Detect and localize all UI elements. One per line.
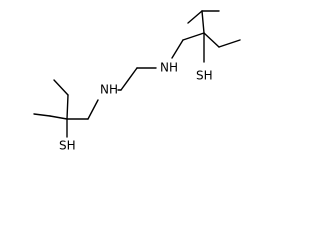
bond-right-ethyl-2a: [201, 10, 205, 34]
bond-right-ethyl-2b: [203, 32, 220, 48]
bond-left-cq-ethyl-down-a: [49, 115, 68, 120]
bond-right-ethyl-2c: [218, 39, 241, 48]
bond-bridge-2: [120, 67, 138, 91]
atom-label-sh-right: SH: [196, 69, 213, 83]
bond-left-nh-ch2: [87, 99, 99, 120]
bond-right-cq-ch2: [182, 32, 205, 41]
bond-right-ch2-nh: [171, 39, 184, 59]
bond-left-cq-ethyl-up-b: [53, 79, 69, 96]
atom-label-nh-right: NH: [160, 61, 178, 75]
molecule-diagram: NH NH SH SH: [33, 10, 241, 153]
bond-left-cq-ethyl-up-a: [66, 94, 69, 120]
atom-label-nh-left: NH: [100, 83, 118, 97]
bond-left-cq-ethyl-down-b: [33, 113, 51, 117]
bond-right-ethyl-1a: [187, 10, 203, 24]
structure-canvas: NH NH SH SH: [33, 10, 241, 153]
atom-label-sh-left: SH: [59, 139, 76, 153]
